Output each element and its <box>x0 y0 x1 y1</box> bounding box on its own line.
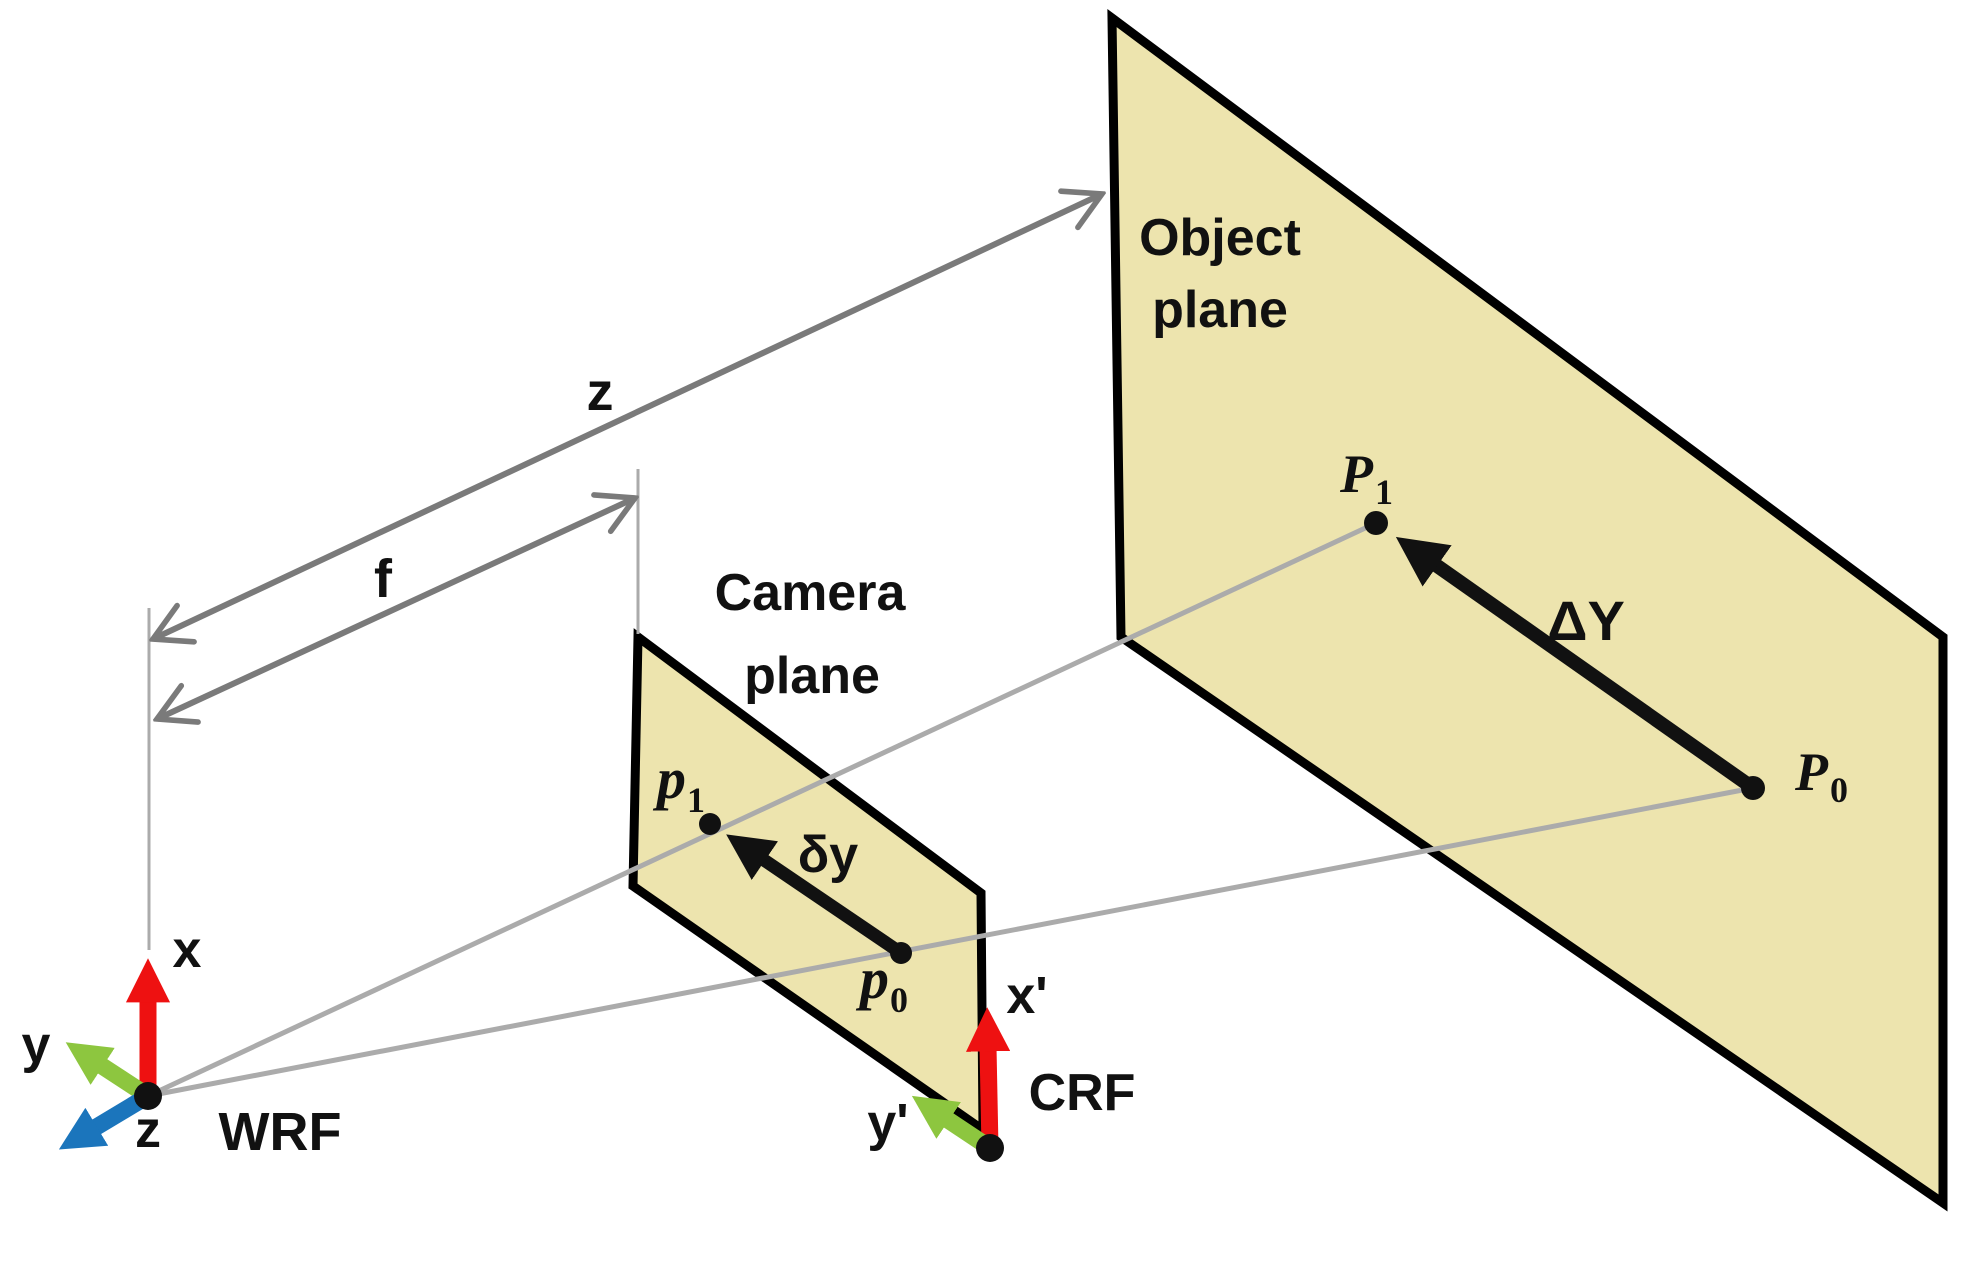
wrf-x-axis-label: x <box>173 921 202 979</box>
wrf-y-axis-label: y <box>22 1016 51 1074</box>
delta-Y-label: ΔY <box>1547 589 1625 652</box>
f-dimension-label: f <box>374 549 393 609</box>
object-plane <box>1107 8 1948 1212</box>
crf-frame-label: CRF <box>1029 1064 1136 1122</box>
crf-y-axis-label: y' <box>867 1094 908 1152</box>
crf-x-axis-arrow <box>965 1007 1011 1149</box>
projection-ray-to-P1 <box>146 520 1378 1099</box>
delta-y-label: δy <box>798 826 859 884</box>
point-p1-label: p1 <box>652 746 705 820</box>
camera-plane-label-line2: plane <box>744 647 880 705</box>
projection-ray-to-P0 <box>147 785 1754 1099</box>
object-plane-label-line1: Object <box>1139 209 1301 267</box>
object-plane-label-line2: plane <box>1152 281 1288 339</box>
f-dimension-arrow <box>157 498 635 719</box>
wrf-frame-label: WRF <box>219 1102 342 1162</box>
point-p0-label: p0 <box>855 946 908 1020</box>
wrf-z-axis-label: z <box>135 1101 161 1159</box>
delta-y-displacement-arrow <box>726 834 905 959</box>
crf-origin-dot <box>976 1134 1004 1162</box>
z-dimension-label: z <box>587 362 614 422</box>
crf-x-axis-label: x' <box>1006 967 1047 1025</box>
camera-plane-label-line1: Camera <box>715 564 907 622</box>
point-p1-dot <box>699 813 721 835</box>
wrf-origin-dot <box>134 1082 162 1110</box>
point-P1-dot <box>1364 511 1388 535</box>
delta-Y-displacement-arrow <box>1395 536 1758 794</box>
point-P0-dot <box>1741 776 1765 800</box>
point-P1-label: P1 <box>1339 444 1393 512</box>
z-dimension-arrow <box>153 194 1102 639</box>
point-P0-label: P0 <box>1794 742 1848 810</box>
point-p0-dot <box>890 942 912 964</box>
